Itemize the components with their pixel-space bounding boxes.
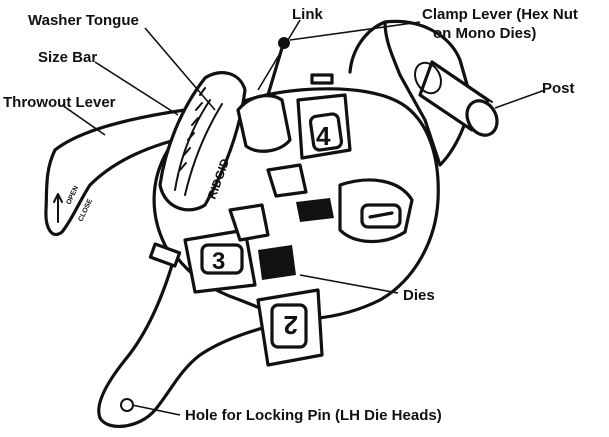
die-number-4: 4 <box>316 121 331 151</box>
label-clamp-lever-line1: Clamp Lever (Hex Nut <box>422 6 578 23</box>
die-number-3: 3 <box>212 248 225 275</box>
die-head-body <box>97 19 472 428</box>
label-hole-for-locking-pin: Hole for Locking Pin (LH Die Heads) <box>185 407 442 424</box>
post <box>414 60 499 137</box>
link-and-clamp-lever <box>236 37 292 153</box>
die-number-2: 2 <box>284 310 298 340</box>
die-2-slot: 2 <box>256 288 324 367</box>
label-size-bar: Size Bar <box>38 49 97 66</box>
leader-lines <box>61 19 546 416</box>
die-1-slot <box>338 178 414 244</box>
label-dies: Dies <box>403 287 435 304</box>
labels: Washer Tongue Link Clamp Lever (Hex Nut … <box>3 6 578 424</box>
die-3-slot: 3 <box>148 228 257 294</box>
die-4-slot: 4 <box>296 73 352 160</box>
label-link: Link <box>292 6 323 23</box>
label-throwout-lever: Throwout Lever <box>3 94 116 111</box>
dies <box>228 163 334 280</box>
label-clamp-lever-line2: on Mono Dies) <box>433 25 536 42</box>
label-post: Post <box>542 80 575 97</box>
label-washer-tongue: Washer Tongue <box>28 12 139 29</box>
size-bar <box>158 71 247 212</box>
